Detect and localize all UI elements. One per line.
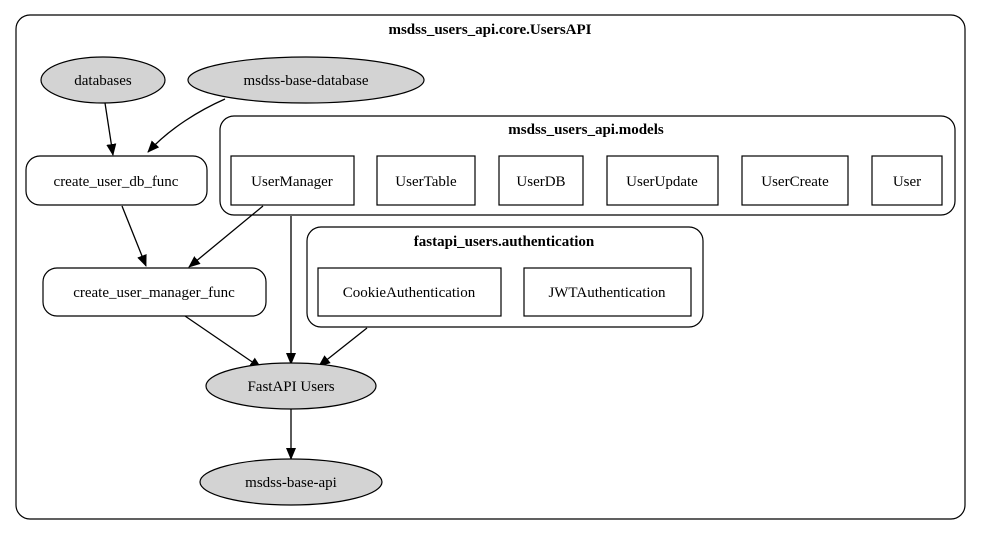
cluster-users-api-title: msdss_users_api.core.UsersAPI xyxy=(388,22,591,38)
svg-text:UserTable: UserTable xyxy=(395,174,457,190)
node-user-table: UserTable xyxy=(376,155,476,206)
svg-text:create_user_manager_func: create_user_manager_func xyxy=(73,285,235,301)
node-user-create: UserCreate xyxy=(741,155,849,206)
node-fastapi-users: FastAPI Users xyxy=(205,362,377,410)
cluster-authentication: fastapi_users.authentication xyxy=(306,226,704,328)
edge-authentication-to-fastapi-users xyxy=(318,327,368,367)
node-user-update: UserUpdate xyxy=(606,155,719,206)
svg-text:FastAPI Users: FastAPI Users xyxy=(247,379,334,395)
node-databases: databases xyxy=(40,56,166,104)
svg-text:User: User xyxy=(893,174,921,190)
node-user-db: UserDB xyxy=(498,155,584,206)
node-create-user-manager-func: create_user_manager_func xyxy=(42,267,267,317)
edge-create-user-manager-func-to-fastapi-users xyxy=(184,315,262,369)
node-user: User xyxy=(871,155,943,206)
node-msdss-base-database: msdss-base-database xyxy=(187,56,425,104)
edge-create-user-db-func-to-create-user-manager-func xyxy=(121,205,147,267)
node-jwt-authentication: JWTAuthentication xyxy=(523,267,692,317)
svg-text:UserManager: UserManager xyxy=(251,174,333,190)
node-create-user-db-func: create_user_db_func xyxy=(25,155,208,206)
svg-text:UserDB: UserDB xyxy=(516,174,565,190)
cluster-models-title: msdss_users_api.models xyxy=(508,122,664,138)
edge-base-database-to-create-user-db-func xyxy=(147,98,226,153)
svg-text:databases: databases xyxy=(74,73,132,89)
svg-text:msdss-base-database: msdss-base-database xyxy=(244,73,369,89)
svg-text:create_user_db_func: create_user_db_func xyxy=(54,174,179,190)
node-user-manager: UserManager xyxy=(230,155,355,206)
cluster-users-api: msdss_users_api.core.UsersAPI xyxy=(15,14,966,520)
svg-text:CookieAuthentication: CookieAuthentication xyxy=(343,285,476,301)
svg-text:UserUpdate: UserUpdate xyxy=(626,174,698,190)
svg-text:UserCreate: UserCreate xyxy=(761,174,829,190)
node-cookie-authentication: CookieAuthentication xyxy=(317,267,502,317)
edges xyxy=(104,98,368,460)
svg-text:msdss-base-api: msdss-base-api xyxy=(245,475,337,491)
svg-text:JWTAuthentication: JWTAuthentication xyxy=(548,285,666,301)
cluster-authentication-title: fastapi_users.authentication xyxy=(414,234,595,250)
node-msdss-base-api: msdss-base-api xyxy=(199,458,383,506)
cluster-models: msdss_users_api.models xyxy=(219,115,956,216)
edge-databases-to-create-user-db-func xyxy=(104,102,117,156)
edge-user-manager-to-create-user-manager-func xyxy=(188,205,264,268)
